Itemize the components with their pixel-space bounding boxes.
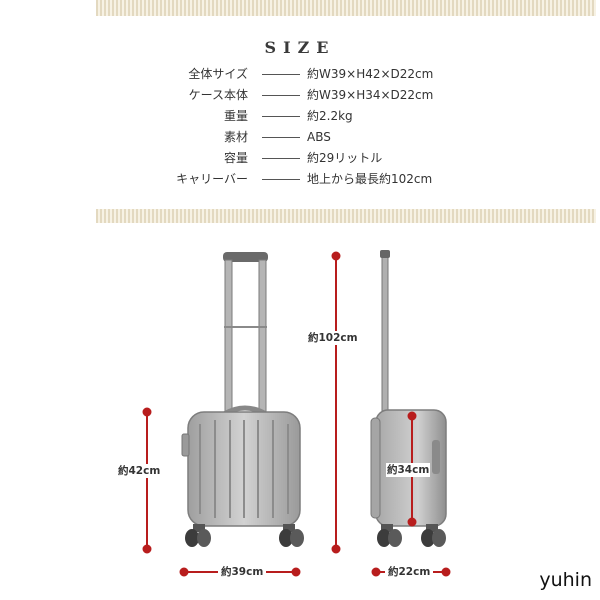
spec-value: 約29リットル [307, 151, 383, 165]
trolley-bar-joint [224, 326, 267, 328]
label-width: 約39cm [218, 565, 267, 579]
label-depth: 約22cm [385, 565, 434, 579]
watermark-text: yuhin [539, 569, 592, 591]
spec-value: 約W39×H34×D22cm [307, 88, 434, 102]
spec-dash [262, 158, 300, 159]
spec-row: 全体サイズ 約W39×H42×D22cm [150, 64, 480, 84]
caster-wheel [377, 524, 402, 547]
spec-row: 重量 約2.2kg [150, 106, 480, 126]
spec-label: ケース本体 [188, 88, 248, 102]
side-carry-handle [432, 440, 440, 474]
trolley-bar-left [224, 259, 233, 413]
spec-value: 地上から最長約102cm [307, 172, 433, 186]
spec-row: 容量 約29リットル [150, 148, 480, 168]
decorative-stripe-top [96, 0, 596, 16]
caster-wheel [185, 524, 211, 547]
trolley-bar-right [258, 259, 267, 413]
side-trolley-bar [381, 251, 389, 413]
spec-label: キャリーバー [176, 172, 248, 186]
spec-dash [262, 179, 300, 180]
spec-dash [262, 116, 300, 117]
spec-label: 全体サイズ [188, 67, 248, 81]
decorative-stripe-bottom [96, 209, 596, 223]
spec-row: 素材 ABS [150, 127, 480, 147]
front-pocket [370, 417, 381, 519]
suitcase-front-view [181, 252, 304, 547]
spec-value: 約W39×H42×D22cm [307, 67, 434, 81]
handle-grip [223, 252, 268, 262]
label-total-height: 約102cm [308, 331, 358, 345]
spec-row: ケース本体 約W39×H34×D22cm [150, 85, 480, 105]
caster-wheel [279, 524, 304, 547]
spec-dash [262, 74, 300, 75]
spec-dash [262, 95, 300, 96]
side-handle-top [380, 250, 390, 258]
page-title: SIZE [264, 38, 336, 57]
spec-dash [262, 137, 300, 138]
spec-value: 約2.2kg [307, 109, 353, 123]
label-body-height: 約34cm [386, 463, 431, 477]
spec-label: 容量 [223, 151, 248, 165]
spec-label: 重量 [223, 109, 248, 123]
label-front-height: 約42cm [118, 464, 161, 478]
spec-row: キャリーバー 地上から最長約102cm [150, 169, 480, 189]
dimension-line-total-height [331, 251, 341, 554]
side-latch [181, 433, 190, 457]
spec-value: ABS [307, 130, 331, 144]
suitcase-side-view [370, 250, 447, 547]
dimension-line-front-height [142, 407, 152, 554]
caster-wheel [421, 524, 446, 547]
spec-label: 素材 [223, 130, 248, 144]
